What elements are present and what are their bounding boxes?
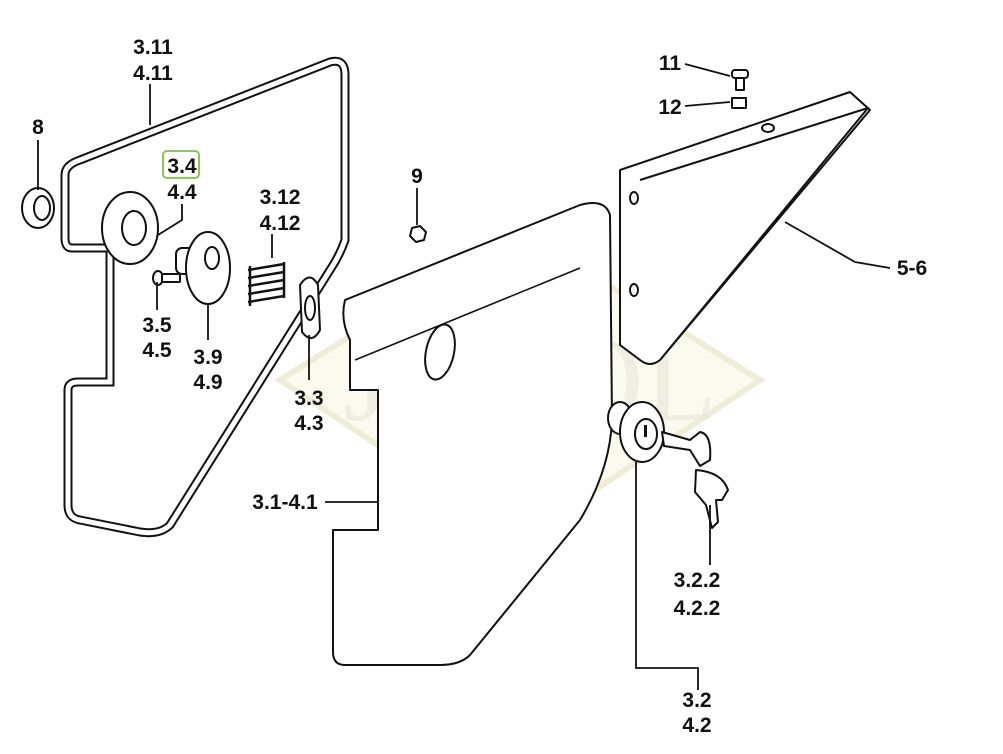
clip-part-12[interactable] [731, 97, 747, 109]
callout-3-3[interactable]: 3.3 [294, 387, 323, 410]
callout-12[interactable]: 12 [658, 96, 681, 119]
callout-3-4[interactable]: 3.4 [167, 155, 197, 178]
screw-part-11[interactable] [731, 69, 749, 91]
callout-5-6[interactable]: 5-6 [897, 257, 927, 280]
callout-11[interactable]: 11 [659, 52, 682, 75]
callout-4-5[interactable]: 4.5 [142, 339, 172, 362]
callout-3-11[interactable]: 3.11 [133, 36, 173, 59]
callout-3-1-4-1[interactable]: 3.1-4.1 [252, 491, 318, 514]
callout-4-9[interactable]: 4.9 [193, 371, 222, 394]
callout-9[interactable]: 9 [411, 165, 423, 188]
nut-part-8[interactable] [21, 187, 55, 229]
callout-4-2-2[interactable]: 4.2.2 [674, 597, 721, 620]
washer-part[interactable] [101, 191, 159, 265]
leader-lines [37, 63, 891, 690]
screw-part[interactable] [152, 270, 181, 286]
nut-part-9[interactable] [409, 225, 427, 243]
plate-part[interactable] [299, 276, 321, 339]
callout-4-12[interactable]: 4.12 [260, 212, 301, 235]
callout-4-2[interactable]: 4.2 [682, 714, 711, 737]
callout-labels: 3.11 4.11 8 3.4 4.4 3.12 4.12 9 3.5 4.5 … [32, 36, 927, 737]
callout-3-2[interactable]: 3.2 [682, 689, 711, 712]
callout-4-11[interactable]: 4.11 [133, 62, 173, 85]
callout-3-2-2[interactable]: 3.2.2 [674, 569, 721, 592]
callout-3-9[interactable]: 3.9 [193, 346, 222, 369]
keys-part[interactable] [661, 431, 729, 529]
lock-part[interactable] [607, 401, 665, 463]
highlight-box [162, 150, 200, 179]
spring-part[interactable] [247, 262, 286, 306]
side-cover-part[interactable] [332, 202, 613, 666]
callout-3-5[interactable]: 3.5 [142, 314, 172, 337]
callout-4-4[interactable]: 4.4 [167, 181, 197, 204]
callout-8[interactable]: 8 [32, 116, 44, 139]
callout-4-3[interactable]: 4.3 [294, 412, 323, 435]
flange-part[interactable] [175, 231, 231, 305]
bracket-part[interactable] [619, 91, 871, 365]
callout-3-12[interactable]: 3.12 [260, 186, 301, 209]
